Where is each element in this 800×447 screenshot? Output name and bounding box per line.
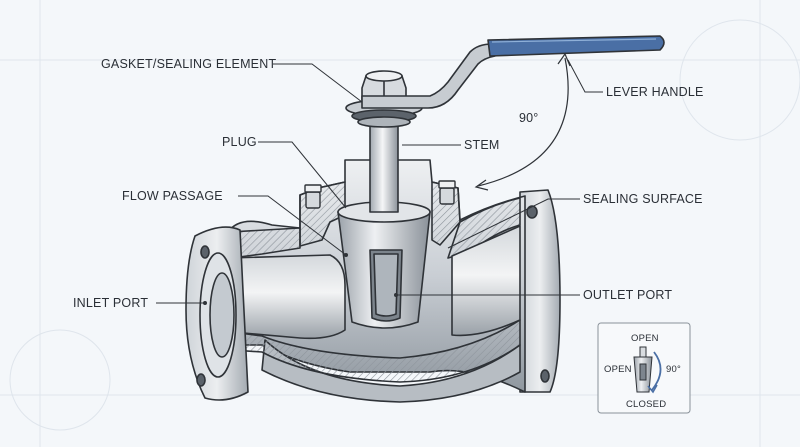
rotation-arc: [477, 57, 569, 187]
lever-handle: [361, 35, 665, 109]
label-stem: STEM: [464, 138, 500, 152]
inset-plug-icon: [633, 346, 653, 393]
plug: [337, 201, 431, 329]
label-inlet-port: INLET PORT: [73, 296, 148, 310]
label-sealing-surface: SEALING SURFACE: [583, 192, 703, 206]
label-angle: 90°: [519, 111, 539, 125]
label-outlet-port: OUTLET PORT: [583, 288, 672, 302]
bonnet-bolts: [304, 180, 456, 209]
label-flow-passage: FLOW PASSAGE: [122, 189, 223, 203]
inset-open-left: OPEN: [604, 364, 632, 375]
inset-rotation-arc: [651, 351, 662, 391]
label-lever-handle: LEVER HANDLE: [606, 85, 704, 99]
inset-closed: CLOSED: [626, 399, 666, 410]
leader-lines: [156, 59, 603, 305]
inset-open-top: OPEN: [631, 333, 659, 344]
arc-arrowhead-top: [557, 52, 571, 67]
label-gasket: GASKET/SEALING ELEMENT: [101, 57, 276, 71]
arc-arrowhead-bottom: [474, 179, 489, 191]
inset-arrow-icon: [647, 384, 658, 394]
label-plug: PLUG: [222, 135, 257, 149]
position-inset: OPEN OPEN 90° CLOSED: [597, 322, 691, 414]
inset-angle: 90°: [666, 364, 681, 375]
